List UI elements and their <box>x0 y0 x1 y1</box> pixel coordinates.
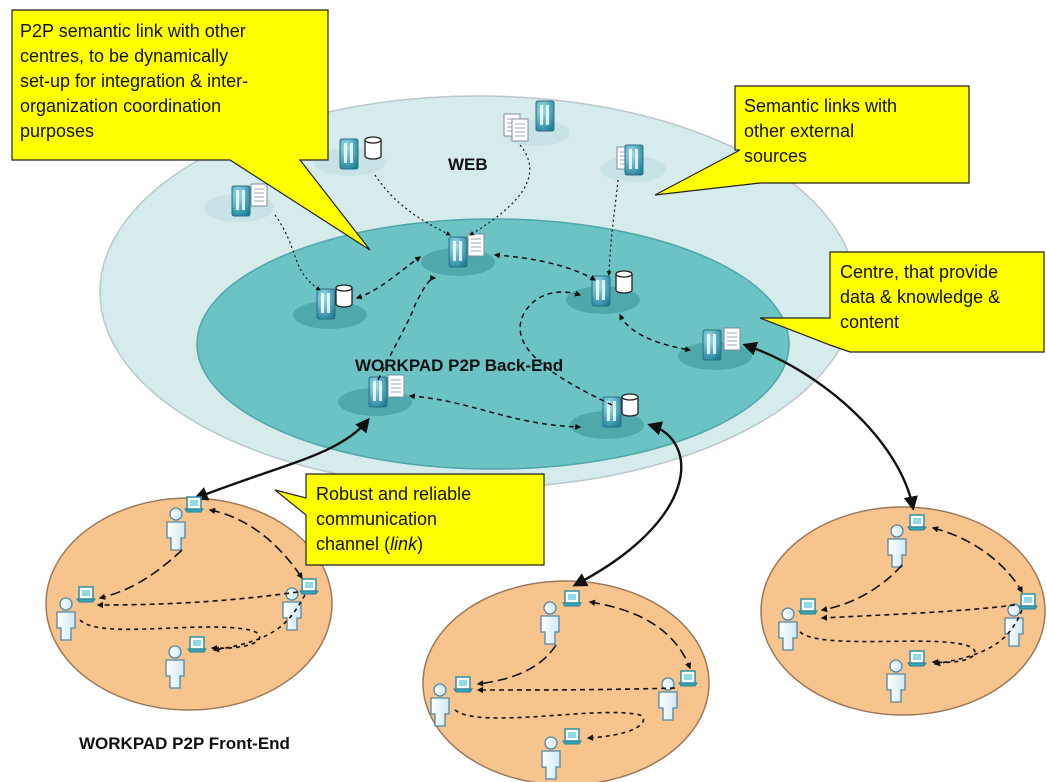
callout-p2p-semantic: P2P semantic link with other centres, to… <box>11 9 371 251</box>
callout-semantic-line-3: sources <box>744 146 807 166</box>
callout-p2p-line-2: centres, to be dynamically <box>20 46 228 66</box>
frontend-middle-links <box>454 599 692 741</box>
backend-node-centre <box>678 327 752 370</box>
web-label: WEB <box>448 155 488 174</box>
frontend-label: WORKPAD P2P Front-End <box>79 734 290 753</box>
backend-p2p-links <box>355 252 692 430</box>
web-semantic-links <box>274 144 619 291</box>
backend-node-left <box>293 284 367 329</box>
callout-robust-line-1: Robust and reliable <box>316 484 471 504</box>
database-icon <box>364 136 382 160</box>
callout-semantic-links: Semantic links with other external sourc… <box>654 85 970 196</box>
callout-centre-line-2: data & knowledge & <box>840 287 1000 307</box>
callout-semantic-line-2: other external <box>744 121 854 141</box>
callout-robust: Robust and reliable communication channe… <box>274 473 545 566</box>
callout-robust-line-3: channel (link) <box>316 534 423 554</box>
callout-centre: Centre, that provide data & knowledge & … <box>759 251 1045 353</box>
web-node-left <box>204 183 274 222</box>
frontend-right-links <box>799 526 1023 667</box>
web-node-documents <box>503 100 570 146</box>
backend-node-top <box>421 233 495 276</box>
backend-label: WORKPAD P2P Back-End <box>355 356 563 375</box>
frontend-left-links <box>79 507 306 653</box>
backend-node-right-top <box>566 270 640 314</box>
server-icon <box>339 138 359 170</box>
callout-p2p-line-5: purposes <box>20 121 94 141</box>
callout-centre-line-1: Centre, that provide <box>840 262 998 282</box>
backend-node-bottom-left <box>338 374 412 416</box>
callout-p2p-line-3: set-up for integration & inter- <box>20 71 248 91</box>
callout-p2p-line-1: P2P semantic link with other <box>20 21 246 41</box>
web-node-database <box>314 136 386 176</box>
callout-centre-line-3: content <box>840 312 899 332</box>
callout-semantic-line-1: Semantic links with <box>744 96 897 116</box>
callout-robust-line-2: communication <box>316 509 437 529</box>
web-node-right <box>600 144 666 182</box>
callout-p2p-line-4: organization coordination <box>20 96 221 116</box>
channel-links <box>193 341 918 587</box>
